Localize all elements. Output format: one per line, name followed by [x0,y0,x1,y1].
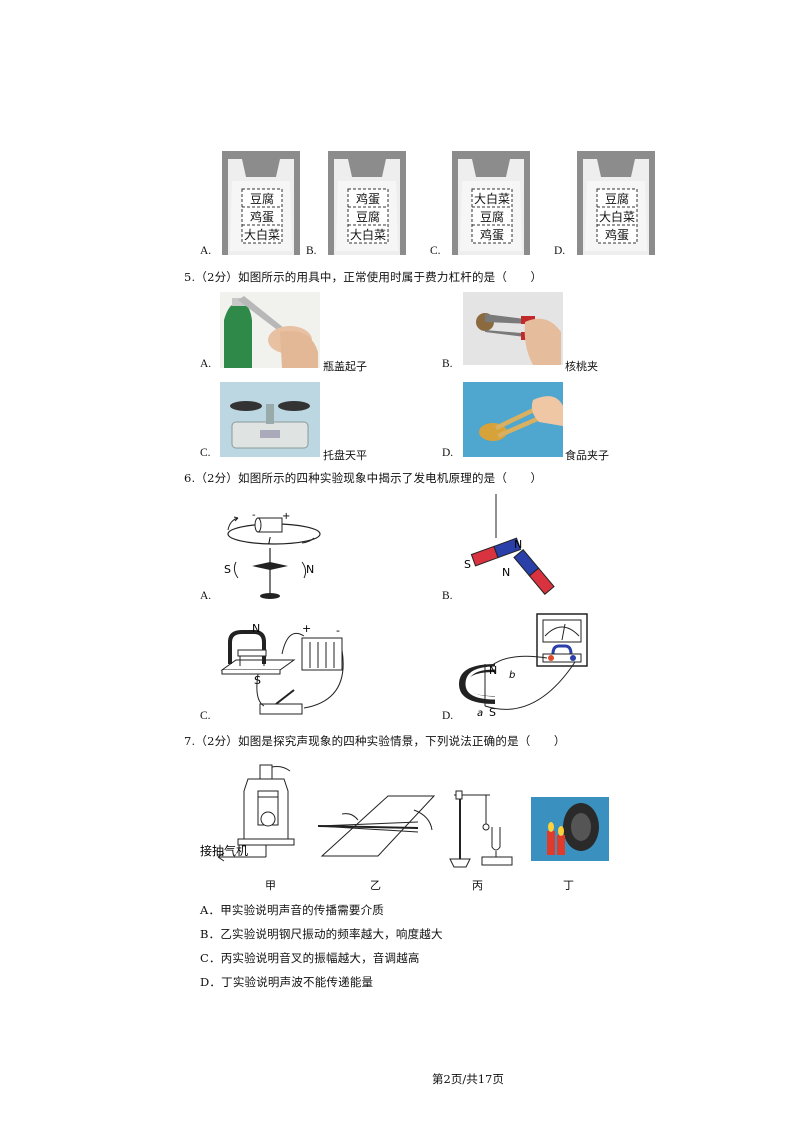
tuning-fork-diagram [446,787,526,869]
oersted-minus-label: - [252,510,256,521]
q4-option-b-letter: B. [306,245,317,257]
bag-image-b: 鸡蛋 豆腐 大白菜 [328,151,406,255]
q6-option-c-letter: C. [200,710,211,722]
q7-stem: 7.（2分）如图是探究声现象的四种实验情景，下列说法正确的是（ ） [184,734,566,748]
bag-a-item-3: 大白菜 [244,227,280,242]
q5-option-d-letter: D. [442,447,454,459]
q4-option-a-letter: A. [200,245,212,257]
q7-option-c: C．丙实验说明音叉的振幅越大，音调越高 [200,951,420,965]
bag-image-d: 豆腐 大白菜 鸡蛋 [577,151,655,255]
bag-b-item-3: 大白菜 [350,227,386,242]
q4-option-c-letter: C. [430,245,441,257]
bag-c-item-3: 鸡蛋 [480,227,504,242]
q5-option-c-caption: 托盘天平 [323,449,367,462]
bell-jar-diagram: 接抽气机 [198,757,298,875]
food-tongs-photo [463,382,563,457]
bag-a-item-1: 豆腐 [250,191,274,206]
bag-d-item-2: 大白菜 [599,209,635,224]
balance-photo [220,382,320,457]
battery-plus-label: + [302,622,311,635]
battery-minus-label: - [336,624,340,637]
ruler-diagram [317,790,436,860]
bag-b-item-1: 鸡蛋 [356,191,380,206]
bag-a-item-2: 鸡蛋 [250,209,274,224]
q6-option-a-letter: A. [200,590,212,602]
oersted-n-label: N [306,563,314,576]
candle-speaker-photo [531,797,609,861]
generator-s-label: S [489,706,496,718]
oersted-plus-label: + [282,511,290,522]
q5-option-c-letter: C. [200,447,211,459]
magnet-n-label-1: N [514,538,522,551]
generator-b-label: b [509,670,515,681]
page-number: 第2页/共17页 [432,1072,504,1086]
q5-stem: 5.（2分）如图所示的用具中，正常使用时属于费力杠杆的是（ ） [184,270,543,284]
q5-option-b-letter: B. [442,358,453,370]
oersted-diagram: - + I S N [218,510,328,602]
oersted-s-label: S [224,563,231,576]
q7-option-d: D．丁实验说明声波不能传递能量 [200,975,374,989]
magnets-diagram: S N N [458,494,568,602]
fig-label-yi: 乙 [370,879,381,892]
generator-n-label: N [489,664,497,677]
fig-label-ding: 丁 [563,879,574,892]
fig-label-bing: 丙 [472,879,483,892]
q5-option-d-caption: 食品夹子 [565,449,609,462]
bag-d-item-1: 豆腐 [605,191,629,206]
q6-stem: 6.（2分）如图所示的四种实验现象中揭示了发电机原理的是（ ） [184,471,543,485]
bag-image-c: 大白菜 豆腐 鸡蛋 [452,151,530,255]
q5-option-a-letter: A. [200,358,212,370]
bag-c-item-1: 大白菜 [474,191,510,206]
magnet-s-label: S [464,558,471,571]
motor-n-label: N [252,622,260,635]
bag-image-a: 豆腐 鸡蛋 大白菜 [222,151,300,255]
q4-option-d-letter: D. [554,245,566,257]
bag-c-item-2: 豆腐 [480,209,504,224]
nutcracker-photo [463,292,563,365]
q7-option-a: A．甲实验说明声音的传播需要介质 [200,903,385,917]
generator-diagram: N S a b [455,612,589,719]
motor-diagram: N S + - [218,620,348,720]
q6-option-b-letter: B. [442,590,453,602]
bag-b-item-2: 豆腐 [356,209,380,224]
q5-option-a-caption: 瓶盖起子 [323,360,367,373]
q7-option-b: B．乙实验说明钢尺振动的频率越大，响度越大 [200,927,443,941]
q6-option-d-letter: D. [442,710,454,722]
oersted-current-label: I [268,536,271,547]
magnet-n-label-2: N [502,566,510,579]
bag-d-item-3: 鸡蛋 [605,227,629,242]
fig-label-jia: 甲 [265,879,276,892]
generator-a-label: a [477,708,483,718]
pump-label: 接抽气机 [200,843,248,858]
bottle-opener-photo [220,292,320,368]
q5-option-b-caption: 核桃夹 [565,360,598,373]
